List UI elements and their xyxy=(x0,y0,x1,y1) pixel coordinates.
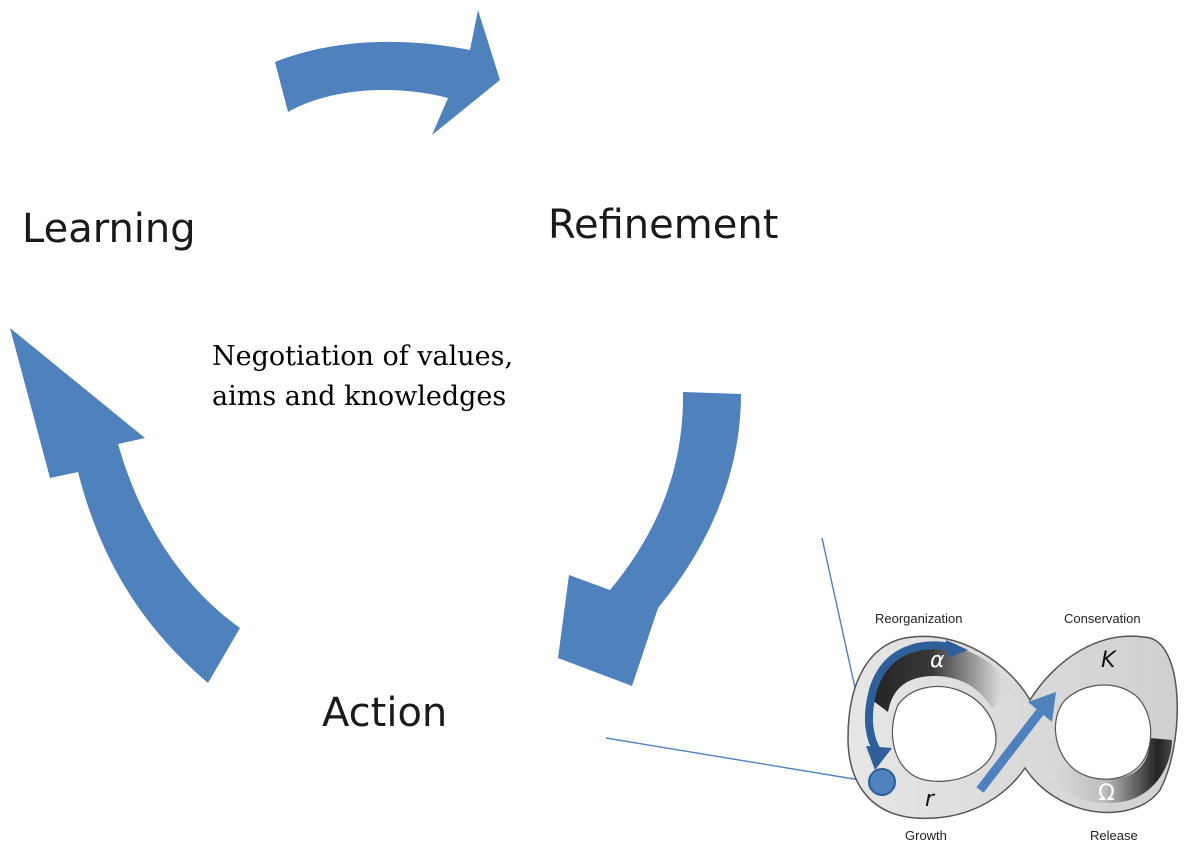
symbol-omega: Ω xyxy=(1098,781,1115,806)
symbol-r: r xyxy=(925,787,936,812)
adaptive-cycle-right-hole xyxy=(1054,684,1152,780)
phase-growth: Growth xyxy=(905,828,947,843)
center-text-line2: aims and knowledges xyxy=(212,381,506,412)
symbol-k: K xyxy=(1101,648,1117,673)
adaptive-cycle-alpha-arrowhead xyxy=(866,746,892,770)
adaptive-cycle-left-hole xyxy=(891,685,997,782)
connector-line-lower xyxy=(605,737,873,783)
adaptive-cycle-growth-arrow xyxy=(976,709,1044,793)
stage-refinement: Refinement xyxy=(548,202,778,248)
symbol-alpha: α xyxy=(930,648,945,673)
adaptive-cycle-alpha-arrowtail xyxy=(946,640,968,658)
adaptive-cycle-left-shade xyxy=(872,645,1012,712)
stage-learning: Learning xyxy=(22,206,196,252)
stage-action: Action xyxy=(322,690,447,736)
arrow-learning-to-refinement xyxy=(275,10,500,135)
phase-release: Release xyxy=(1090,828,1138,843)
adaptive-cycle-position-marker xyxy=(868,768,896,796)
adaptive-cycle-figure: α K r Ω Reorganization Conservation Grow… xyxy=(847,611,1178,843)
phase-conservation: Conservation xyxy=(1064,611,1141,626)
arrow-refinement-to-action xyxy=(558,392,741,686)
phase-reorganization: Reorganization xyxy=(875,611,962,626)
adaptive-cycle-alpha-arrow xyxy=(864,641,956,755)
adaptive-cycle-right-shade xyxy=(1045,738,1172,803)
arrow-action-to-learning xyxy=(10,328,240,683)
center-text-line1: Negotiation of values, xyxy=(212,341,513,372)
adaptive-cycle-growth-arrowhead xyxy=(1028,692,1056,722)
